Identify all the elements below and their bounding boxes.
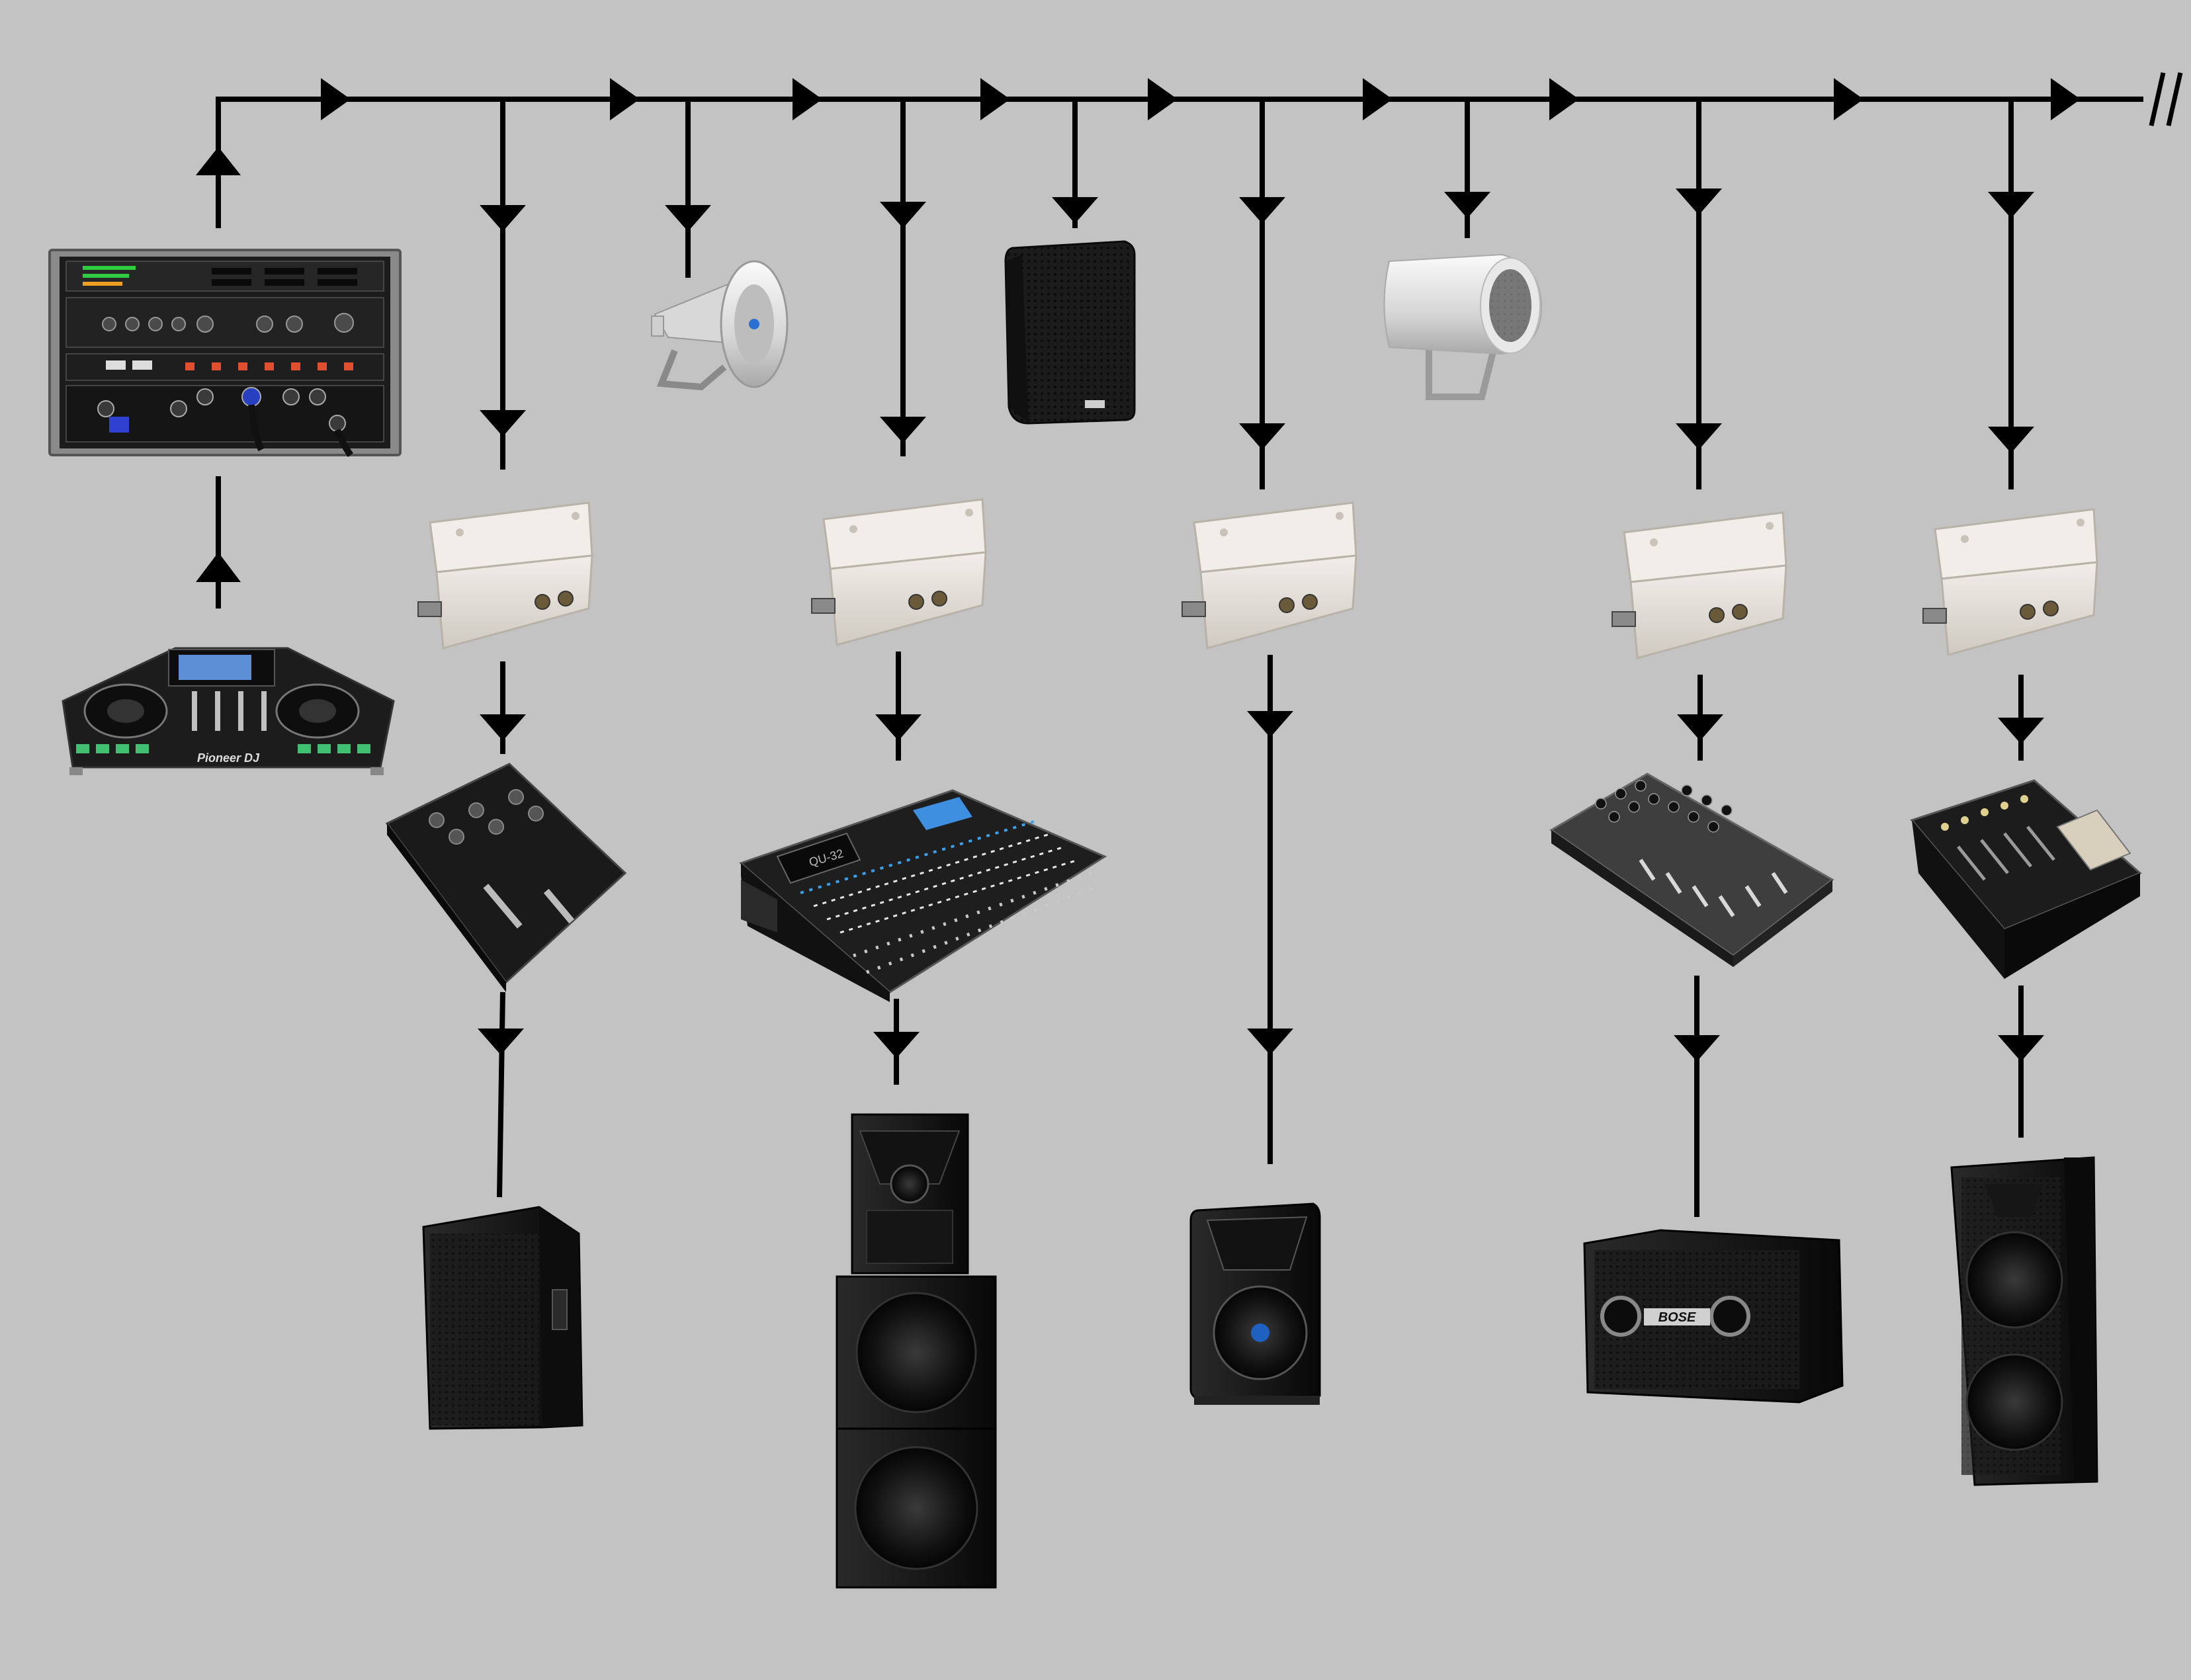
arrow-down-icon <box>480 410 526 437</box>
four-channel-dj-mixer-icon <box>1910 779 2142 979</box>
junction-box-icon <box>1611 511 1787 659</box>
pa-speaker-icon: BOSE <box>1583 1229 1844 1404</box>
arrow-down-icon <box>665 205 711 231</box>
arrow-right-icon <box>980 78 1010 120</box>
arrow-right-icon <box>610 78 640 120</box>
arrow-down-icon <box>1988 192 2034 218</box>
arrow-down-icon <box>1239 197 1285 224</box>
branch-line-1c <box>497 991 505 1198</box>
compact-mixer-icon <box>1549 773 1834 967</box>
dj-mixer-icon <box>385 763 627 992</box>
rack-amplifier-icon <box>48 249 402 458</box>
arrow-down-icon <box>1247 1029 1293 1055</box>
arrow-down-icon <box>1239 423 1285 450</box>
arrow-down-icon <box>1677 714 1723 741</box>
arrow-down-icon <box>873 1032 920 1058</box>
main-bus-line <box>216 97 2143 228</box>
signal-lines <box>216 72 2183 1217</box>
dj-controller-icon: Pioneer DJ <box>62 647 395 775</box>
arrow-right-icon <box>1549 78 1579 120</box>
arrow-right-icon <box>321 78 351 120</box>
arrow-down-icon <box>1988 427 2034 453</box>
junction-box-icon <box>417 501 593 650</box>
junction-box-icon <box>811 498 987 646</box>
signal-arrows <box>196 78 2081 1062</box>
arrow-down-icon <box>1444 192 1490 218</box>
arrow-down-icon <box>880 202 926 228</box>
projector-speaker-icon <box>1383 253 1543 400</box>
arrow-down-icon <box>1676 423 1722 450</box>
pa-speaker-icon <box>1950 1156 2098 1486</box>
arrow-up-icon <box>196 147 241 175</box>
pa-speaker-icon <box>1189 1202 1321 1405</box>
arrow-up-icon <box>196 552 241 582</box>
arrow-right-icon <box>1834 78 1864 120</box>
arrow-down-icon <box>1676 189 1722 215</box>
bus-break-mark <box>2149 72 2183 126</box>
arrow-right-icon <box>1148 78 1178 120</box>
pa-speaker-icon <box>422 1206 583 1430</box>
arrow-down-icon <box>480 205 526 231</box>
junction-boxes <box>417 498 2098 659</box>
pa-speaker-icon <box>836 1113 997 1589</box>
controller-brand-label: Pioneer DJ <box>197 751 260 765</box>
arrow-down-icon <box>1998 718 2044 744</box>
digital-mixing-console-icon: QU-32 <box>739 789 1107 1002</box>
arrow-down-icon <box>1247 711 1293 737</box>
monitor-brand-label: BOSE <box>1658 1310 1696 1325</box>
horn-speaker-icon <box>651 260 789 391</box>
junction-box-icon <box>1922 508 2098 656</box>
arrow-down-icon <box>480 714 526 741</box>
arrow-right-icon <box>2051 78 2081 120</box>
arrow-down-icon <box>1998 1035 2044 1062</box>
wall-speaker-icon <box>1004 240 1136 425</box>
arrow-right-icon <box>793 78 822 120</box>
arrow-down-icon <box>875 714 922 741</box>
arrow-down-icon <box>1052 197 1098 224</box>
junction-box-icon <box>1181 501 1357 650</box>
arrow-down-icon <box>478 1029 524 1055</box>
arrow-down-icon <box>1674 1035 1720 1062</box>
arrow-right-icon <box>1363 78 1393 120</box>
arrow-down-icon <box>880 417 926 443</box>
